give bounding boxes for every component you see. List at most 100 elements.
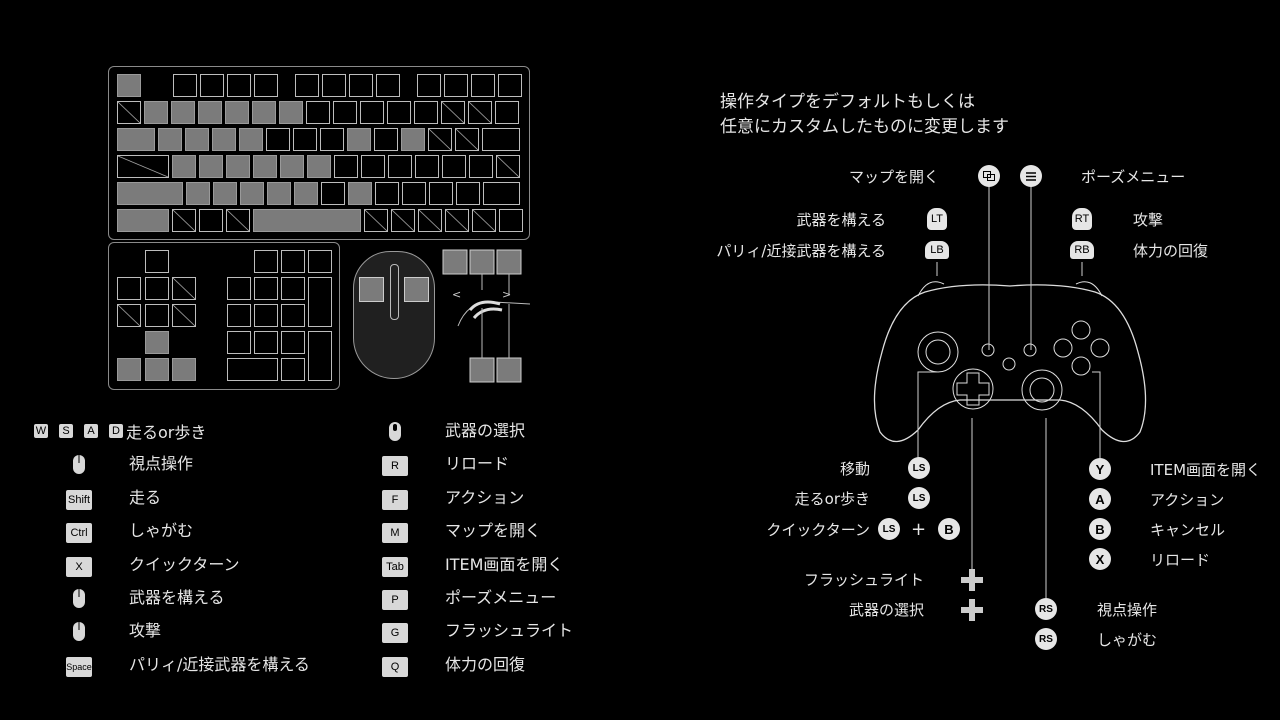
keyboard-key [199, 209, 223, 232]
keyboard-key [117, 74, 141, 97]
keyboard-key [254, 304, 278, 327]
keyboard-key [225, 101, 249, 124]
keyboard-key [415, 155, 439, 178]
keyboard-key [401, 128, 425, 151]
key-6-icon: G [382, 621, 408, 644]
keyboard-key [254, 331, 278, 354]
keyboard-key [145, 358, 169, 381]
description-line-2: 任意にカスタムしたものに変更します [720, 117, 1009, 137]
keyboard-key [308, 277, 332, 327]
keyboard-key [144, 101, 168, 124]
rb-button-icon: RB [1070, 241, 1094, 259]
keyboard-key [253, 209, 361, 232]
keyboard-key [267, 182, 291, 205]
legend-label: リロード [445, 454, 510, 474]
key-4-icon: Tab [382, 555, 408, 577]
label-look: 視点操作 [1097, 601, 1158, 619]
keyboard-key [321, 182, 345, 205]
svg-text:<: < [452, 288, 461, 301]
keyboard-key [172, 209, 196, 232]
keyboard-key [348, 182, 372, 205]
keyboard-key [172, 277, 196, 300]
key-cap: P [382, 590, 408, 610]
keyboard-key [266, 128, 290, 151]
legend-label: ポーズメニュー [445, 588, 557, 607]
mouse-right-button-icon [66, 621, 92, 647]
left-stick-press-icon: LS [908, 487, 930, 509]
legend-label: しゃがむ [129, 521, 194, 541]
keyboard-key [361, 155, 385, 178]
keyboard-key [495, 101, 519, 124]
keyboard-key [455, 128, 479, 151]
lb-button-icon: LB [925, 241, 949, 259]
keyboard-key [280, 155, 304, 178]
keyboard-key [496, 155, 520, 178]
a-button-icon: A [1089, 488, 1111, 510]
keyboard-key [498, 74, 522, 97]
legend-label: パリィ/近接武器を構える [129, 654, 310, 674]
controller-diagram [873, 281, 1147, 443]
label-weapon-select: 武器の選択 [848, 601, 924, 619]
mouse-right-button-highlight [404, 277, 429, 302]
keyboard-key [117, 101, 141, 124]
keyboard-key [145, 331, 169, 354]
keyboard-key [322, 74, 346, 97]
key-cap: F [382, 489, 408, 510]
keyboard-key [293, 128, 317, 151]
keyboard-key [240, 182, 264, 205]
label-pause-menu: ポーズメニュー [1081, 168, 1186, 186]
legend-label: マップを開く [445, 521, 542, 541]
mouse-left-button-icon [66, 588, 92, 614]
label-crouch: しゃがむ [1097, 631, 1158, 649]
plus-sign: + [911, 519, 927, 540]
keyboard-key [117, 209, 169, 232]
dpad-left-right-icon [961, 599, 983, 621]
key-cap: Ctrl [66, 523, 92, 544]
keyboard-key [320, 128, 344, 151]
keyboard-key [200, 74, 224, 97]
mouse-wheel [390, 264, 399, 320]
key-cap: Tab [382, 556, 408, 577]
lt-button-icon: LT [927, 208, 947, 230]
keyboard-key [445, 209, 469, 232]
legend-label: 走るor歩き [126, 423, 207, 442]
keyboard-key [226, 155, 250, 178]
keyboard-key [254, 277, 278, 300]
legend-label: 走る [129, 487, 162, 507]
keyboard-key [145, 250, 169, 273]
label-open-map: マップを開く [848, 168, 939, 186]
keyboard-key [227, 277, 251, 300]
left-stick-icon: LS [908, 457, 930, 479]
keyboard-key [117, 155, 169, 178]
keyboard-key [483, 182, 520, 205]
key-d-icon: D [109, 424, 123, 438]
keyboard-key [253, 155, 277, 178]
key-w-icon: W [34, 424, 48, 438]
key-cap: Space [66, 656, 92, 677]
keyboard-key [349, 74, 373, 97]
keyboard-key [199, 155, 223, 178]
keyboard-key [186, 182, 210, 205]
key-2-icon: Shift [66, 488, 92, 510]
legend-label: クイックターン [129, 554, 240, 574]
keyboard-key [468, 101, 492, 124]
mouse-icon [66, 454, 92, 480]
key-7-icon: Space [66, 655, 92, 677]
keyboard-key [429, 182, 453, 205]
keyboard-key [117, 304, 141, 327]
keyboard-key [117, 182, 183, 205]
keyboard-key [158, 128, 182, 151]
legend-label: ITEM画面を開く [445, 554, 564, 574]
keyboard-key [306, 101, 330, 124]
keyboard-key [417, 74, 441, 97]
keyboard-key [374, 128, 398, 151]
keyboard-key [295, 74, 319, 97]
keyboard-key [444, 74, 468, 97]
keyboard-key [418, 209, 442, 232]
legend-label: フラッシュライト [445, 621, 574, 641]
key-2-icon: F [382, 488, 408, 510]
keyboard-key [227, 331, 251, 354]
rt-button-icon: RT [1072, 208, 1092, 230]
keyboard-key [172, 304, 196, 327]
mouse-diagram [353, 251, 435, 379]
